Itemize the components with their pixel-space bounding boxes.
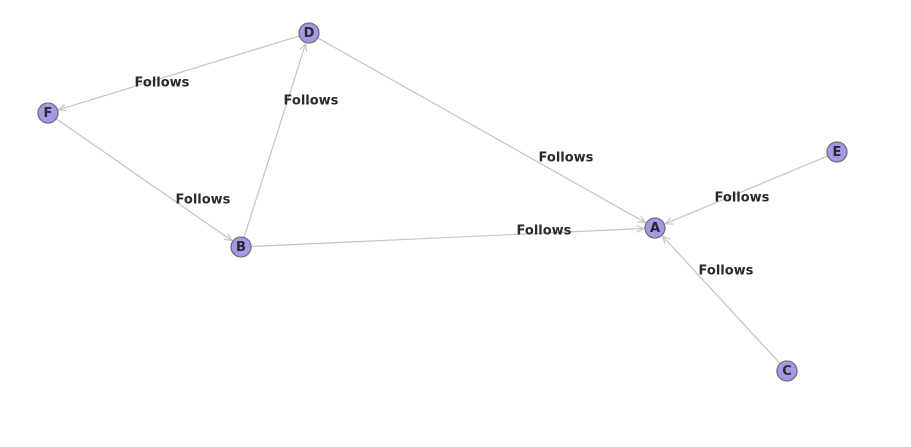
node-circle [826, 141, 848, 163]
edge-d-to-a [317, 37, 646, 223]
edge-d-to-f [59, 35, 300, 110]
edge-label-b-a: Follows [517, 224, 572, 239]
node-label: F [44, 106, 53, 121]
nodes-layer: A B C D E F [37, 22, 848, 382]
edge-label-c-a: Follows [699, 264, 754, 279]
edge-label-e-a: Follows [715, 191, 770, 206]
edge-label-b-d: Follows [284, 94, 339, 109]
node-label: A [650, 221, 660, 236]
edge-label-d-a: Follows [539, 151, 594, 166]
node-label: D [304, 26, 315, 41]
edge-labels-layer: FollowsFollowsFollowsFollowsFollowsFollo… [135, 76, 770, 279]
node-e[interactable]: E [826, 141, 848, 163]
edge-label-f-b: Follows [176, 193, 231, 208]
node-label: B [236, 240, 246, 255]
edge-f-to-b [55, 118, 232, 241]
node-a[interactable]: A [644, 217, 666, 239]
node-f[interactable]: F [37, 102, 59, 124]
edge-b-to-d [243, 44, 306, 238]
node-circle [230, 236, 252, 258]
node-circle [776, 360, 798, 382]
node-circle [298, 22, 320, 44]
edge-e-to-a [665, 155, 829, 224]
node-circle [37, 102, 59, 124]
node-label: E [833, 145, 842, 160]
node-label: C [782, 364, 792, 379]
edge-b-to-a [250, 229, 644, 248]
node-b[interactable]: B [230, 236, 252, 258]
edge-label-d-f: Follows [135, 76, 190, 91]
node-c[interactable]: C [776, 360, 798, 382]
edge-c-to-a [663, 236, 781, 365]
node-circle [644, 217, 666, 239]
node-d[interactable]: D [298, 22, 320, 44]
edges-layer [55, 35, 829, 365]
